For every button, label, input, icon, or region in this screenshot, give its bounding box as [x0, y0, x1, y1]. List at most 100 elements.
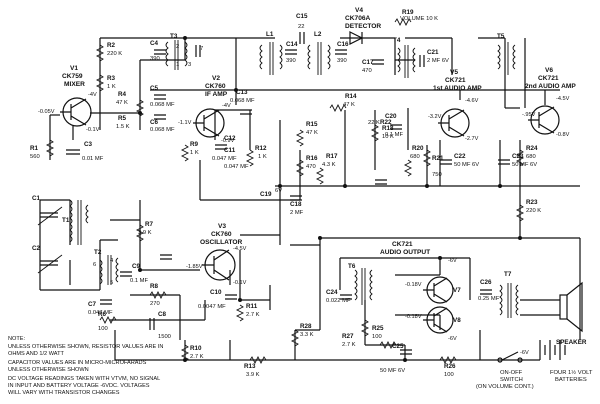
- note-line7: WILL VARY WITH TRANSISTOR CHANGES: [8, 390, 120, 396]
- r13-ref: R13: [244, 363, 256, 370]
- pin-1: 1: [176, 62, 179, 68]
- v5-role: 1st AUDIO AMP: [433, 85, 482, 92]
- r14-value: 47 K: [343, 102, 355, 108]
- switch-label: ON-OFF SWITCH (ON VOLUME CONT.): [476, 370, 534, 390]
- r18-value: 10 K: [382, 134, 394, 140]
- t6-ref: T6: [348, 263, 356, 270]
- v5-e-voltage: -2.7V: [465, 136, 479, 142]
- c25-ref: C25: [392, 343, 404, 350]
- r7-value: 3.9 K: [138, 230, 152, 236]
- transistor-v1: [60, 97, 92, 127]
- v2-model: CK760: [205, 83, 226, 90]
- r22-value: 22 K: [368, 120, 380, 126]
- v1-c-voltage: -4V: [88, 92, 97, 98]
- c8-ref: C8: [158, 311, 167, 318]
- transistor-v2: [193, 108, 225, 138]
- note-line6: IN INPUT AND BATTERY VOLTAGE -6VDC. VOLT…: [8, 383, 150, 389]
- r4-ref: R4: [118, 91, 127, 98]
- r8-value: 270: [150, 301, 160, 307]
- note-line2: OHMS AND 1/2 WATT: [8, 351, 65, 357]
- r3-value: 1 K: [107, 84, 116, 90]
- r11-ref: R11: [246, 303, 258, 310]
- transistor-v3: [202, 249, 236, 281]
- wiring: [39, 37, 581, 361]
- c15-ref: C15: [296, 13, 308, 20]
- c25-value: 50 MF 6V: [380, 368, 405, 374]
- v6-base-voltage: -.95V: [522, 112, 536, 118]
- r5-value: 1.5 K: [116, 124, 130, 130]
- notes: NOTE: UNLESS OTHERWISE SHOWN, RESISTOR V…: [8, 336, 163, 396]
- r12-value: 1 K: [258, 154, 267, 160]
- c15-value: 22: [298, 24, 304, 30]
- t4-ref: T4: [393, 37, 401, 44]
- c17-ref: C17: [362, 59, 374, 66]
- battery-icon: [539, 340, 566, 360]
- c10-value: 0.0047 MF: [198, 304, 226, 310]
- c26-ref: C26: [480, 279, 492, 286]
- r5-ref: R5: [118, 115, 127, 122]
- v6-ref: V6: [545, 67, 553, 74]
- v3-c-voltage: -4.5V: [233, 246, 247, 252]
- v5-c-voltage: -4.6V: [465, 98, 479, 104]
- capacitor-shapes: [66, 32, 510, 355]
- r16-ref: R16: [306, 155, 318, 162]
- c7-ref: C7: [88, 301, 97, 308]
- c16-ref: C16: [337, 41, 349, 48]
- pin-7: 7: [200, 46, 203, 52]
- r24-ref: R24: [526, 145, 538, 152]
- c19-value: 6V: [275, 188, 282, 194]
- c12-value: 0.047 MF: [224, 164, 249, 170]
- r4-value: 47 K: [116, 100, 128, 106]
- r17-value: 4.3 K: [322, 162, 336, 168]
- l2-ref: L2: [314, 31, 322, 38]
- r6-ref: R6: [98, 311, 107, 318]
- note-line1: UNLESS OTHERWISE SHOWN, RESISTOR VALUES …: [8, 344, 163, 350]
- v1-base-voltage: -0.05V: [38, 109, 55, 115]
- r16-value: 470: [306, 164, 316, 170]
- r12-ref: R12: [255, 145, 267, 152]
- coil-l1: [259, 42, 283, 75]
- v2-role: IF AMP: [205, 91, 228, 98]
- r20-value: 680: [410, 154, 420, 160]
- c12-ref: C12: [224, 135, 236, 142]
- v7-ref: V7: [453, 287, 461, 294]
- transistor-v6: [528, 105, 560, 135]
- c3-value: 0.01 MF: [82, 156, 104, 162]
- c7-value: 0.047 MF: [88, 310, 113, 316]
- c8-value: 1500: [158, 334, 171, 340]
- transformer-t4: [397, 45, 416, 78]
- pin-2: 2: [176, 44, 179, 50]
- note-title: NOTE:: [8, 336, 26, 342]
- c6-value: 0.068 MF: [150, 127, 175, 133]
- v4-ref: V4: [355, 7, 363, 14]
- r28-value: 3.3 K: [300, 332, 314, 338]
- r24-value: 680: [526, 154, 536, 160]
- t1-ref: T1: [62, 217, 70, 224]
- r8-ref: R8: [150, 283, 159, 290]
- c14-value: 390: [286, 58, 296, 64]
- out-a-voltage: -6V: [448, 258, 457, 264]
- transformer-t7: [499, 283, 519, 318]
- r26-ref: R26: [444, 363, 456, 370]
- c11-value: 0.047 MF: [212, 156, 237, 162]
- r17-ref: R17: [326, 153, 338, 160]
- c22-value: 50 MF 6V: [454, 162, 479, 168]
- r25-ref: R25: [372, 325, 384, 332]
- c18-ref: C18: [290, 201, 302, 208]
- r7-ref: R7: [145, 221, 154, 228]
- c21-value: 2 MF 6V: [427, 58, 449, 64]
- v6-role: 2nd AUDIO AMP: [525, 83, 576, 90]
- v8-ref: V8: [453, 317, 461, 324]
- r27-ref: R27: [342, 333, 354, 340]
- note-line5: DC VOLTAGE READINGS TAKEN WITH VTVM, NO …: [8, 376, 160, 382]
- c20-value: 0.1 MF: [385, 132, 403, 138]
- transistor-v8: [423, 306, 454, 334]
- battery-label: FOUR 1½ VOLT BATTERIES: [550, 369, 594, 383]
- v1-model: CK759: [62, 73, 83, 80]
- c16-value: 390: [337, 58, 347, 64]
- c9-ref: C9: [132, 263, 141, 270]
- r28-ref: R28: [300, 323, 312, 330]
- pin-5: 5: [110, 280, 113, 286]
- out-b-voltage: -6V: [448, 336, 457, 342]
